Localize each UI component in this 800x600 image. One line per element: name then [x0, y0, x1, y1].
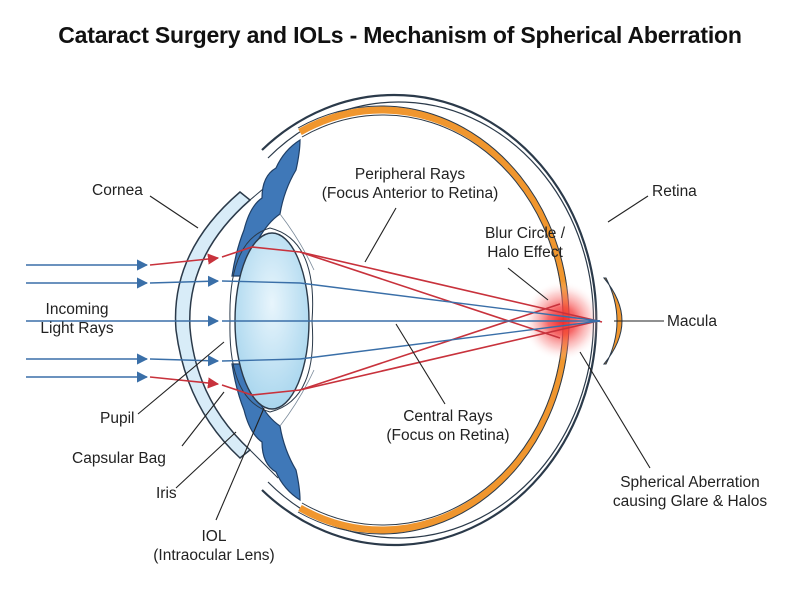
label-peripheral-line2: (Focus Anterior to Retina)	[321, 185, 499, 202]
label-iol-line2: (Intraocular Lens)	[153, 547, 275, 564]
label-iris: Iris	[156, 485, 177, 502]
iris-upper	[231, 138, 301, 277]
label-blur-line1: Blur Circle /	[484, 225, 566, 242]
label-spherical-line2: causing Glare & Halos	[612, 493, 768, 510]
diagram-title: Cataract Surgery and IOLs - Mechanism of…	[58, 22, 742, 48]
label-capsular-bag: Capsular Bag	[72, 450, 166, 467]
label-cornea: Cornea	[92, 182, 143, 199]
label-incoming-line2: Light Rays	[40, 320, 114, 337]
label-blur-circle: Blur Circle / Halo Effect	[472, 224, 578, 262]
label-pupil: Pupil	[100, 410, 135, 427]
label-macula: Macula	[667, 313, 717, 330]
label-blur-line2: Halo Effect	[487, 244, 563, 261]
incoming-rays	[26, 259, 220, 383]
capsular-bag	[229, 227, 314, 413]
label-iol-line1: IOL	[201, 528, 227, 545]
label-peripheral-rays: Peripheral Rays (Focus Anterior to Retin…	[312, 165, 508, 203]
label-incoming-line1: Incoming	[45, 301, 109, 318]
peripheral-rays	[149, 246, 603, 396]
label-peripheral-line1: Peripheral Rays	[354, 166, 466, 183]
label-iol: IOL (Intraocular Lens)	[144, 527, 284, 565]
label-spherical-line1: Spherical Aberration	[620, 474, 760, 491]
iris-lower	[231, 363, 301, 502]
label-spherical-aberration: Spherical Aberration causing Glare & Hal…	[602, 473, 778, 511]
cornea	[174, 191, 252, 459]
label-central-line2: (Focus on Retina)	[386, 427, 510, 444]
label-central-line1: Central Rays	[403, 408, 493, 425]
label-incoming-light-rays: Incoming Light Rays	[36, 300, 118, 338]
central-rays	[221, 280, 601, 362]
leader-lines	[137, 195, 664, 521]
label-central-rays: Central Rays (Focus on Retina)	[378, 407, 518, 445]
label-retina: Retina	[652, 183, 697, 200]
